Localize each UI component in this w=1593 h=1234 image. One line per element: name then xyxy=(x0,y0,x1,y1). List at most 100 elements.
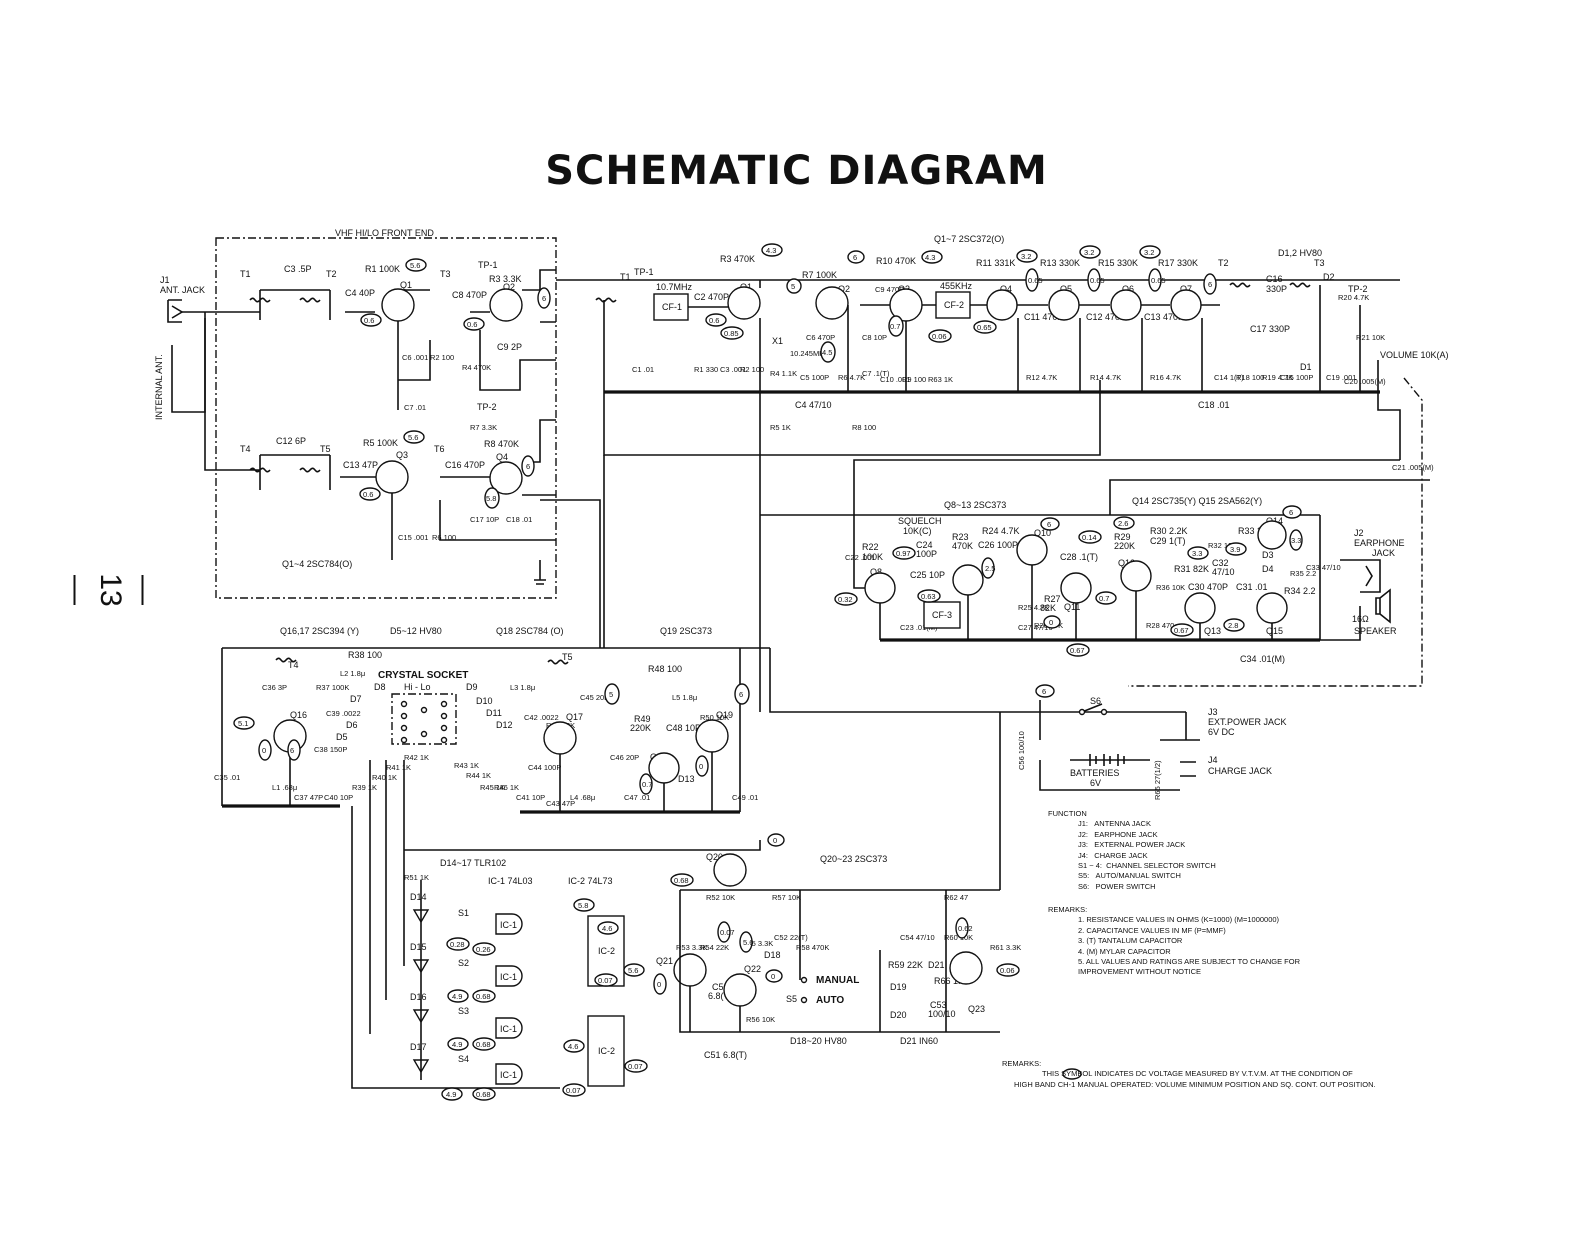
svg-text:Q20: Q20 xyxy=(706,852,723,862)
svg-text:C16: C16 xyxy=(1266,274,1283,284)
svg-text:R38 100: R38 100 xyxy=(348,650,382,660)
svg-text:CF-2: CF-2 xyxy=(944,300,964,310)
remarks-list: REMARKS: 1. RESISTANCE VALUES IN OHMS (K… xyxy=(1048,905,1300,978)
svg-text:C54 47/10: C54 47/10 xyxy=(900,933,935,942)
svg-text:D18: D18 xyxy=(764,950,781,960)
svg-text:Q4: Q4 xyxy=(496,452,508,462)
svg-text:S4: S4 xyxy=(458,1054,469,1064)
page-title: SCHEMATIC DIAGRAM xyxy=(545,148,1048,194)
svg-text:0.28: 0.28 xyxy=(450,940,465,949)
s5-manual-contact[interactable] xyxy=(800,976,808,984)
svg-text:D7: D7 xyxy=(350,694,362,704)
svg-text:10.7MHz: 10.7MHz xyxy=(656,282,693,292)
svg-text:R40 1K: R40 1K xyxy=(372,773,397,782)
svg-text:R46 1K: R46 1K xyxy=(494,783,519,792)
svg-text:R42 1K: R42 1K xyxy=(404,753,429,762)
svg-text:4.6: 4.6 xyxy=(568,1042,578,1051)
svg-text:0.7: 0.7 xyxy=(1099,594,1109,603)
earphone-jack-j2[interactable]: J2 EARPHONE JACK xyxy=(1354,528,1405,593)
auto-label[interactable]: AUTO xyxy=(816,995,844,1006)
ant-jack-j1[interactable]: J1 ANT. JACK xyxy=(160,275,205,323)
svg-text:BATTERIES: BATTERIES xyxy=(1070,768,1119,778)
svg-text:R39 1K: R39 1K xyxy=(352,783,377,792)
svg-text:R25 4.7K: R25 4.7K xyxy=(1018,603,1049,612)
svg-text:C27 47/10: C27 47/10 xyxy=(1018,623,1053,632)
svg-text:C16 470P: C16 470P xyxy=(445,460,485,470)
svg-text:Q10: Q10 xyxy=(1034,528,1051,538)
svg-text:R31 82K: R31 82K xyxy=(1174,564,1209,574)
function-item: S6: POWER SWITCH xyxy=(1078,881,1156,891)
svg-text:Q3: Q3 xyxy=(396,450,408,460)
if-q6-transistor xyxy=(1110,289,1142,321)
osc-ground-rail xyxy=(222,804,740,814)
manual-label[interactable]: MANUAL xyxy=(816,975,859,986)
svg-text:JACK: JACK xyxy=(1372,548,1395,558)
s5-auto-contact[interactable] xyxy=(800,996,808,1004)
svg-text:R12 4.7K: R12 4.7K xyxy=(1026,373,1057,382)
svg-text:D19: D19 xyxy=(890,982,907,992)
q20-transistor xyxy=(713,853,747,887)
svg-text:C7 .01: C7 .01 xyxy=(404,403,426,412)
svg-text:0.63: 0.63 xyxy=(921,592,936,601)
svg-text:R1 100K: R1 100K xyxy=(365,264,400,274)
svg-text:82K: 82K xyxy=(1040,603,1056,613)
svg-text:C12 6P: C12 6P xyxy=(276,436,306,446)
svg-text:R43 1K: R43 1K xyxy=(454,761,479,770)
svg-text:R4 1.1K: R4 1.1K xyxy=(770,369,797,378)
charge-jack-j4[interactable]: J4 CHARGE JACK xyxy=(1180,755,1272,777)
svg-text:T1: T1 xyxy=(620,272,631,282)
svg-text:R53 3.3K: R53 3.3K xyxy=(676,943,707,952)
svg-text:6: 6 xyxy=(739,690,743,699)
svg-text:0.97: 0.97 xyxy=(896,549,911,558)
cf3-filter xyxy=(923,601,961,629)
svg-text:IC-1: IC-1 xyxy=(500,1070,517,1080)
svg-text:L4 .68μ: L4 .68μ xyxy=(570,793,595,802)
svg-text:R7 100K: R7 100K xyxy=(802,270,837,280)
svg-text:C34 .01(M): C34 .01(M) xyxy=(1240,654,1285,664)
svg-text:R49: R49 xyxy=(634,714,651,724)
svg-text:TP-2: TP-2 xyxy=(1348,284,1368,294)
svg-text:R20 4.7K: R20 4.7K xyxy=(1338,293,1369,302)
svg-text:0.68: 0.68 xyxy=(476,992,491,1001)
svg-text:0.68: 0.68 xyxy=(476,1090,491,1099)
svg-text:R15 330K: R15 330K xyxy=(1098,258,1138,268)
svg-text:Q23: Q23 xyxy=(968,1004,985,1014)
svg-text:0.06: 0.06 xyxy=(932,332,947,341)
d5-12-label: D5~12 HV80 xyxy=(390,626,442,636)
speaker[interactable]: 16Ω SPEAKER xyxy=(1352,588,1397,636)
svg-text:D14: D14 xyxy=(410,892,427,902)
svg-text:D13: D13 xyxy=(678,774,695,784)
svg-text:L3 1.8μ: L3 1.8μ xyxy=(510,683,535,692)
r65-label: R65 27(1/2) xyxy=(1153,760,1162,800)
svg-text:C47 .01: C47 .01 xyxy=(624,793,650,802)
s6-power-switch[interactable]: S6 xyxy=(1078,696,1108,716)
svg-text:ANT. JACK: ANT. JACK xyxy=(160,285,205,295)
svg-text:R61 3.3K: R61 3.3K xyxy=(990,943,1021,952)
svg-text:10.245MHz: 10.245MHz xyxy=(790,349,829,358)
svg-text:6: 6 xyxy=(1042,687,1046,696)
q8-transistor xyxy=(864,572,896,604)
svg-text:C8 470P: C8 470P xyxy=(452,290,487,300)
svg-text:0.7: 0.7 xyxy=(642,780,652,789)
svg-text:C35 .01: C35 .01 xyxy=(214,773,240,782)
internal-ant-label: INTERNAL ANT. xyxy=(154,354,164,420)
svg-text:3.2: 3.2 xyxy=(1021,252,1031,261)
q13-transistor xyxy=(1184,592,1216,624)
svg-text:D11: D11 xyxy=(486,708,502,718)
svg-text:R44 1K: R44 1K xyxy=(466,771,491,780)
q19-label: Q19 2SC373 xyxy=(660,626,712,636)
d21-label: D21 IN60 xyxy=(900,1036,938,1046)
svg-text:R24 4.7K: R24 4.7K xyxy=(982,526,1020,536)
crystal-socket-box[interactable] xyxy=(391,693,457,745)
svg-text:2.6: 2.6 xyxy=(1118,519,1128,528)
svg-text:C3 .001: C3 .001 xyxy=(720,365,746,374)
volume-label[interactable]: VOLUME 10K(A) xyxy=(1380,350,1449,360)
ext-power-jack-j3[interactable]: J3 EXT.POWER JACK 6V DC xyxy=(1140,707,1287,741)
svg-text:C33 47/10: C33 47/10 xyxy=(1306,563,1341,572)
svg-text:0.07: 0.07 xyxy=(566,1086,581,1095)
